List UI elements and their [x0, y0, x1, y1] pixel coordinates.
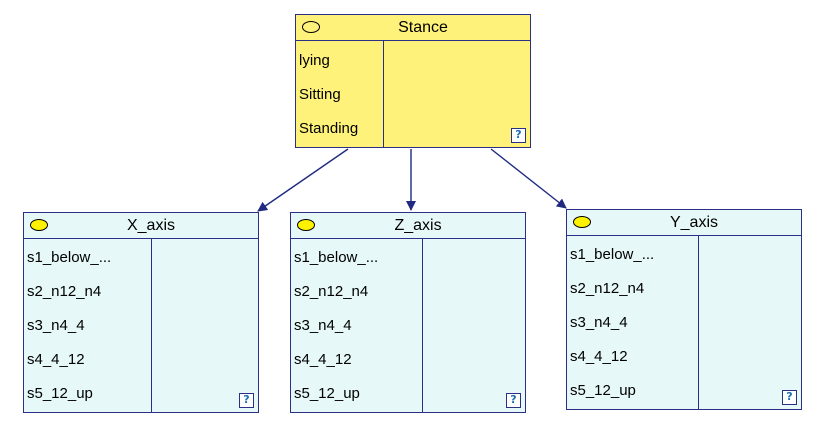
node-status-indicator-icon — [30, 218, 48, 231]
node-x-axis[interactable]: X_axis s1_below_... s2_n12_n4 s3_n4_4 s4… — [23, 212, 259, 413]
help-icon[interactable]: ? — [511, 128, 526, 143]
state-item[interactable]: s3_n4_4 — [294, 316, 352, 334]
state-item[interactable]: s3_n4_4 — [27, 316, 85, 334]
state-item[interactable]: s5_12_up — [294, 384, 360, 402]
state-item[interactable]: s1_below_... — [27, 249, 112, 267]
state-item[interactable]: s4_4_12 — [570, 347, 628, 365]
state-item[interactable]: s2_n12_n4 — [27, 283, 102, 301]
state-list: s1_below_... s2_n12_n4 s3_n4_4 s4_4_12 s… — [24, 239, 152, 412]
state-list: lying Sitting Standing — [296, 41, 384, 147]
node-stance[interactable]: Stance lying Sitting Standing ? — [295, 14, 531, 148]
node-body: s1_below_... s2_n12_n4 s3_n4_4 s4_4_12 s… — [567, 236, 801, 409]
belief-area: ? — [699, 236, 801, 409]
node-header[interactable]: Z_axis — [291, 213, 525, 239]
belief-area: ? — [423, 239, 525, 412]
state-item[interactable]: s1_below_... — [570, 246, 655, 264]
node-body: s1_below_... s2_n12_n4 s3_n4_4 s4_4_12 s… — [24, 239, 258, 412]
node-z-axis[interactable]: Z_axis s1_below_... s2_n12_n4 s3_n4_4 s4… — [290, 212, 526, 413]
edge-stance-to-y-axis — [490, 148, 567, 209]
help-icon[interactable]: ? — [782, 390, 797, 405]
state-item[interactable]: s5_12_up — [27, 384, 93, 402]
state-item[interactable]: Standing — [299, 119, 359, 137]
state-item[interactable]: s3_n4_4 — [570, 313, 628, 331]
state-list: s1_below_... s2_n12_n4 s3_n4_4 s4_4_12 s… — [567, 236, 699, 409]
node-status-indicator-icon — [297, 218, 315, 231]
belief-area: ? — [384, 41, 530, 147]
state-item[interactable]: s1_below_... — [294, 249, 379, 267]
node-body: lying Sitting Standing ? — [296, 41, 530, 147]
state-item[interactable]: lying — [299, 51, 330, 69]
state-item[interactable]: s2_n12_n4 — [570, 280, 645, 298]
belief-area: ? — [152, 239, 258, 412]
node-y-axis[interactable]: Y_axis s1_below_... s2_n12_n4 s3_n4_4 s4… — [566, 209, 802, 410]
node-body: s1_below_... s2_n12_n4 s3_n4_4 s4_4_12 s… — [291, 239, 525, 412]
edge-stance-to-x-axis — [257, 148, 349, 212]
node-title: X_axis — [126, 216, 176, 234]
state-item[interactable]: Sitting — [299, 85, 341, 103]
node-status-indicator-icon — [573, 215, 591, 228]
node-title: Y_axis — [669, 213, 719, 231]
help-icon[interactable]: ? — [239, 393, 254, 408]
help-icon[interactable]: ? — [506, 393, 521, 408]
node-title: Stance — [398, 18, 448, 36]
state-item[interactable]: s2_n12_n4 — [294, 283, 369, 301]
state-item[interactable]: s4_4_12 — [294, 350, 352, 368]
state-list: s1_below_... s2_n12_n4 s3_n4_4 s4_4_12 s… — [291, 239, 423, 412]
state-item[interactable]: s5_12_up — [570, 381, 636, 399]
node-header[interactable]: Stance — [296, 15, 530, 41]
state-item[interactable]: s4_4_12 — [27, 350, 85, 368]
node-header[interactable]: X_axis — [24, 213, 258, 239]
node-header[interactable]: Y_axis — [567, 210, 801, 236]
node-title: Z_axis — [394, 216, 442, 234]
node-status-indicator-icon — [302, 20, 320, 33]
